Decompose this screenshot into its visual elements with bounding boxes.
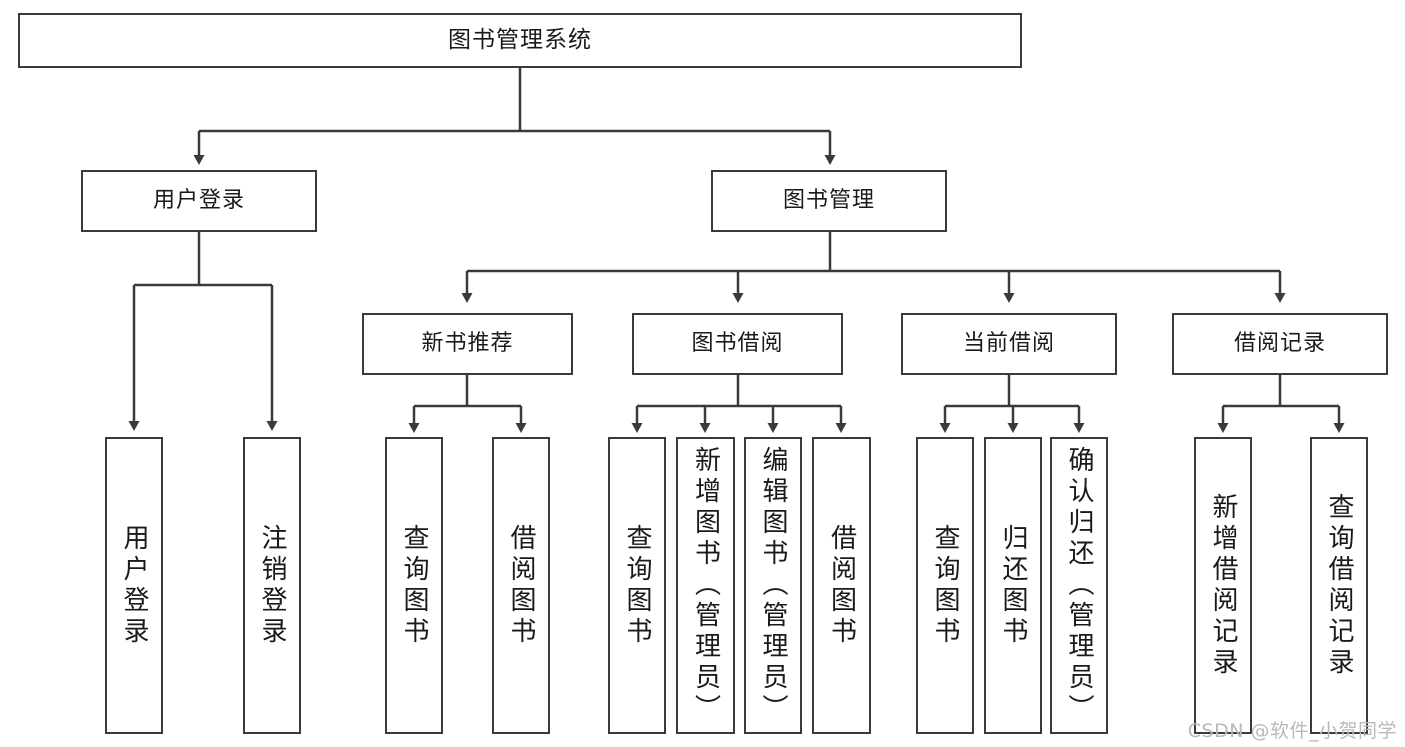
leaf-logout[interactable]: 注销登录 [243, 437, 301, 734]
node-label: 注销登录 [257, 523, 287, 648]
node-root-system[interactable]: 图书管理系统 [18, 13, 1022, 68]
node-label: 查询图书 [930, 523, 960, 648]
node-label: 归还图书 [998, 523, 1028, 648]
node-user-login[interactable]: 用户登录 [81, 170, 317, 232]
leaf-borrow-book-recommend[interactable]: 借阅图书 [492, 437, 550, 734]
leaf-query-book-recommend[interactable]: 查询图书 [385, 437, 443, 734]
node-label: 用户登录 [152, 188, 245, 214]
node-label: 图书借阅 [691, 331, 784, 357]
node-label: 新增借阅记录 [1208, 492, 1238, 679]
leaf-add-borrow-record[interactable]: 新增借阅记录 [1194, 437, 1252, 734]
node-label: 编辑图书（管理员） [758, 446, 788, 725]
leaf-confirm-return-admin[interactable]: 确认归还（管理员） [1050, 437, 1108, 734]
node-label: 借阅记录 [1233, 331, 1326, 357]
node-label: 确认归还（管理员） [1064, 446, 1094, 725]
node-borrow-record[interactable]: 借阅记录 [1172, 313, 1388, 375]
node-book-management[interactable]: 图书管理 [711, 170, 947, 232]
node-label: 查询图书 [622, 523, 652, 648]
leaf-query-borrow-record[interactable]: 查询借阅记录 [1310, 437, 1368, 734]
node-new-book-recommend[interactable]: 新书推荐 [362, 313, 573, 375]
watermark-text: CSDN @软件_小贺同学 [1187, 720, 1397, 742]
leaf-add-book-admin[interactable]: 新增图书（管理员） [676, 437, 735, 734]
leaf-borrow-book[interactable]: 借阅图书 [812, 437, 871, 734]
node-current-borrow[interactable]: 当前借阅 [901, 313, 1117, 375]
node-label: 查询借阅记录 [1324, 492, 1354, 679]
node-label: 图书管理 [782, 188, 875, 214]
node-label: 当前借阅 [962, 331, 1055, 357]
leaf-query-book-current[interactable]: 查询图书 [916, 437, 974, 734]
node-label: 借阅图书 [826, 523, 857, 648]
node-label: 借阅图书 [506, 523, 536, 648]
leaf-user-login[interactable]: 用户登录 [105, 437, 163, 734]
node-label: 新增图书（管理员） [690, 446, 721, 725]
node-book-borrow[interactable]: 图书借阅 [632, 313, 843, 375]
node-label: 新书推荐 [421, 331, 514, 357]
leaf-query-book-borrow[interactable]: 查询图书 [608, 437, 666, 734]
node-label: 用户登录 [119, 523, 149, 648]
leaf-edit-book-admin[interactable]: 编辑图书（管理员） [744, 437, 802, 734]
node-label: 查询图书 [399, 523, 429, 648]
leaf-return-book[interactable]: 归还图书 [984, 437, 1042, 734]
node-label: 图书管理系统 [448, 27, 592, 54]
